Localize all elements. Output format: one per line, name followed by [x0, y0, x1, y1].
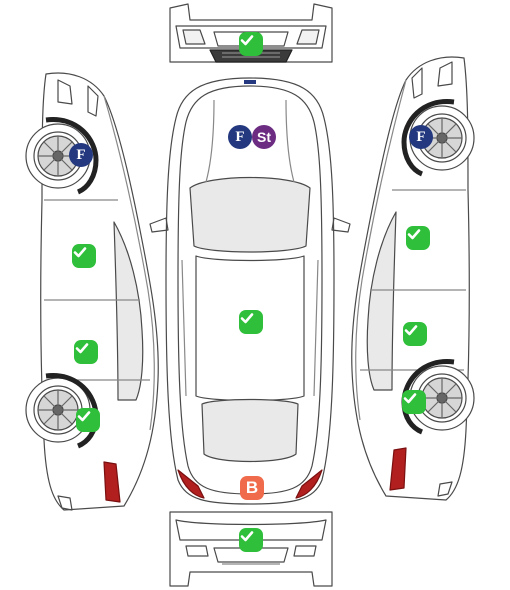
left-front-door-ok-check[interactable] [72, 244, 96, 268]
check-icon [75, 343, 89, 354]
left-front-wheel-f-badge[interactable]: F [69, 143, 93, 167]
front-ok-check[interactable] [239, 32, 263, 56]
hood-st-badge[interactable]: St [252, 125, 276, 149]
front-view [169, 3, 333, 63]
check-icon [403, 393, 417, 404]
rear-ok-check[interactable] [239, 528, 263, 552]
left-rear-door-ok-check[interactable] [74, 340, 98, 364]
check-icon [77, 411, 91, 422]
check-icon [73, 247, 87, 258]
check-icon [240, 35, 254, 46]
right-rear-wheel-ok-check[interactable] [402, 390, 426, 414]
right-side-view [351, 56, 475, 501]
trunk-b-badge[interactable]: B [240, 476, 264, 500]
top-view [149, 77, 351, 505]
right-front-wheel-f-badge[interactable]: F [409, 125, 433, 149]
check-icon [240, 531, 254, 542]
right-rear-door-ok-check[interactable] [403, 322, 427, 346]
check-icon [404, 325, 418, 336]
roof-ok-check[interactable] [239, 310, 263, 334]
left-rear-wheel-ok-check[interactable] [76, 408, 100, 432]
left-side-view [25, 72, 159, 511]
hood-f-badge[interactable]: F [228, 125, 252, 149]
check-icon [240, 313, 254, 324]
right-front-door-ok-check[interactable] [406, 226, 430, 250]
check-icon [407, 229, 421, 240]
rear-view [169, 511, 333, 587]
